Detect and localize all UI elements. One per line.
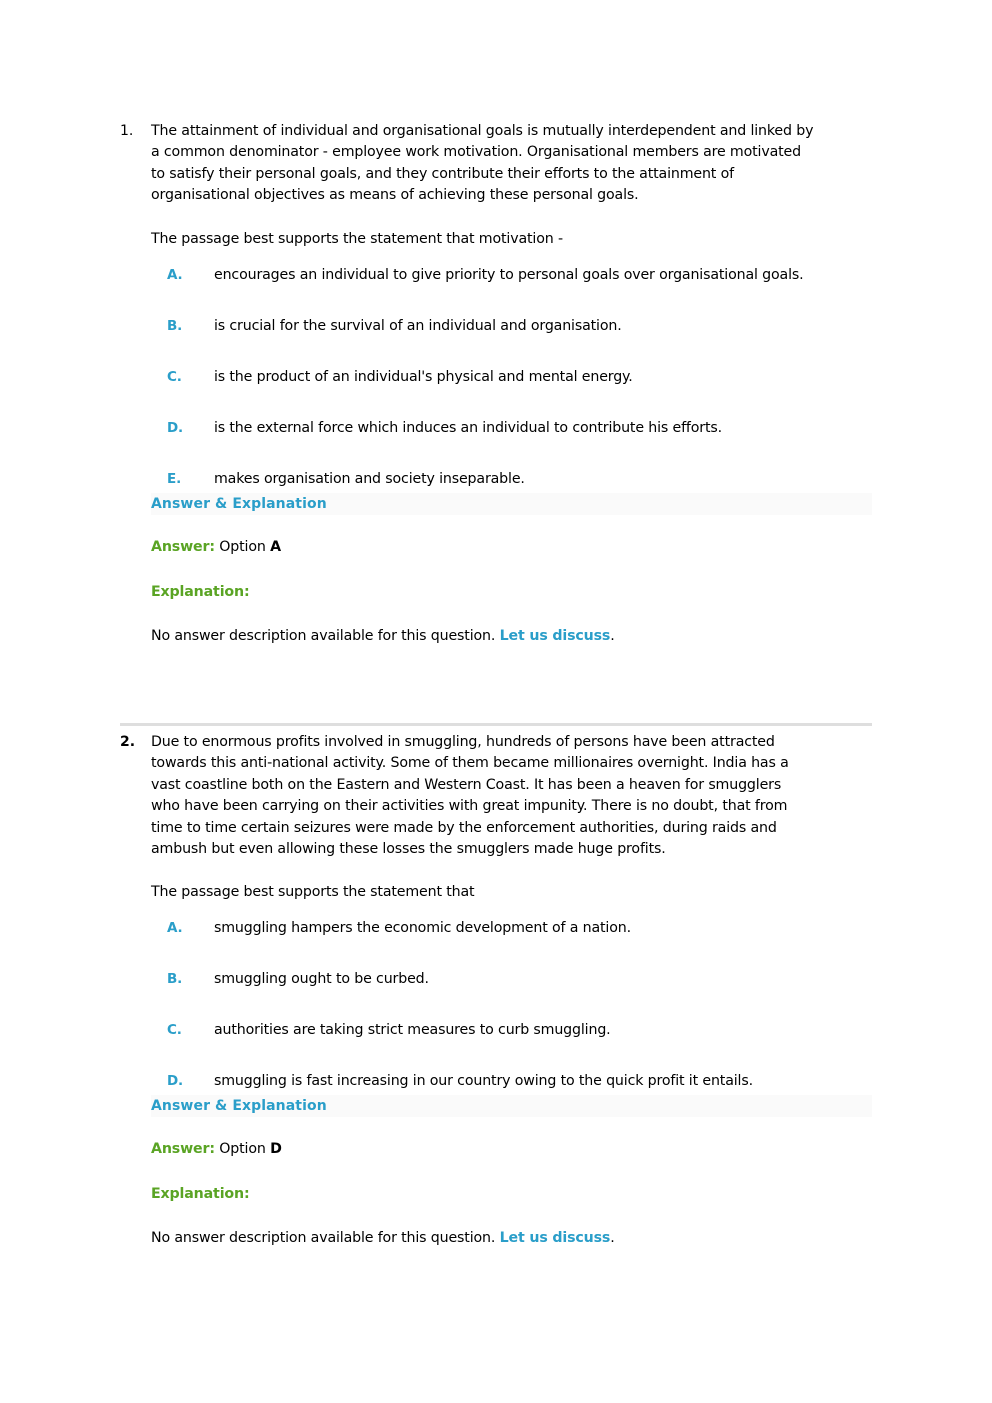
question-prompt: The passage best supports the statement … (151, 230, 563, 247)
option-e[interactable]: E. makes organisation and society insepa… (151, 469, 872, 492)
question-prompt: The passage best supports the statement … (151, 884, 475, 901)
answer-prefix: Option (219, 1141, 266, 1158)
option-letter[interactable]: E. (167, 470, 182, 487)
option-letter[interactable]: B. (167, 971, 183, 988)
explanation-text: No answer description available for this… (151, 627, 615, 644)
option-text[interactable]: is the product of an individual's physic… (214, 368, 633, 385)
option-b[interactable]: B. smuggling ought to be curbed. (151, 969, 872, 1020)
option-c[interactable]: C. authorities are taking strict measure… (151, 1020, 872, 1071)
option-letter[interactable]: C. (167, 368, 182, 385)
option-text[interactable]: smuggling ought to be curbed. (214, 971, 429, 988)
option-letter[interactable]: A. (167, 266, 183, 283)
question-passage: The attainment of individual and organis… (151, 123, 814, 204)
explanation-label: Explanation: (151, 583, 250, 600)
explanation-text: No answer description available for this… (151, 1230, 615, 1247)
question-2: 2. Due to enormous profits involved in s… (120, 732, 872, 1249)
answer-label: Answer: (151, 538, 215, 555)
option-text[interactable]: encourages an individual to give priorit… (214, 266, 804, 283)
answer-label: Answer: (151, 1141, 215, 1158)
discuss-link[interactable]: Let us discuss (499, 1230, 611, 1247)
option-letter[interactable]: B. (167, 317, 183, 334)
options-list: A. encourages an individual to give prio… (151, 265, 872, 492)
answer-option: D (270, 1141, 282, 1158)
option-text[interactable]: authorities are taking strict measures t… (214, 1022, 611, 1039)
question-1: 1. The attainment of individual and orga… (120, 121, 872, 647)
option-b[interactable]: B. is crucial for the survival of an ind… (151, 316, 872, 367)
answer-line: Answer: Option A (151, 537, 872, 558)
answer-explanation-toggle[interactable]: Answer & Explanation (151, 492, 872, 515)
option-letter[interactable]: D. (167, 1073, 184, 1090)
option-c[interactable]: C. is the product of an individual's phy… (151, 367, 872, 418)
option-letter[interactable]: C. (167, 1022, 182, 1039)
option-letter[interactable]: D. (167, 419, 184, 436)
answer-explanation-toggle[interactable]: Answer & Explanation (151, 1095, 872, 1118)
question-passage: Due to enormous profits involved in smug… (151, 734, 789, 858)
option-text[interactable]: smuggling hampers the economic developme… (214, 920, 631, 937)
option-text[interactable]: makes organisation and society inseparab… (214, 470, 525, 487)
option-text[interactable]: is the external force which induces an i… (214, 419, 723, 436)
question-number: 1. (120, 123, 134, 139)
answer-line: Answer: Option D (151, 1139, 872, 1160)
question-number: 2. (120, 734, 136, 750)
option-a[interactable]: A. encourages an individual to give prio… (151, 265, 872, 316)
option-text[interactable]: smuggling is fast increasing in our coun… (214, 1073, 753, 1090)
discuss-link[interactable]: Let us discuss (499, 627, 611, 644)
option-letter[interactable]: A. (167, 920, 183, 937)
option-a[interactable]: A. smuggling hampers the economic develo… (151, 918, 872, 969)
answer-option: A (270, 538, 281, 555)
option-d[interactable]: D. smuggling is fast increasing in our c… (151, 1071, 872, 1094)
answer-prefix: Option (219, 538, 266, 555)
options-list: A. smuggling hampers the economic develo… (151, 918, 872, 1094)
question-separator (120, 723, 872, 726)
explanation-label: Explanation: (151, 1186, 250, 1203)
option-d[interactable]: D. is the external force which induces a… (151, 418, 872, 469)
option-text[interactable]: is crucial for the survival of an indivi… (214, 317, 622, 334)
